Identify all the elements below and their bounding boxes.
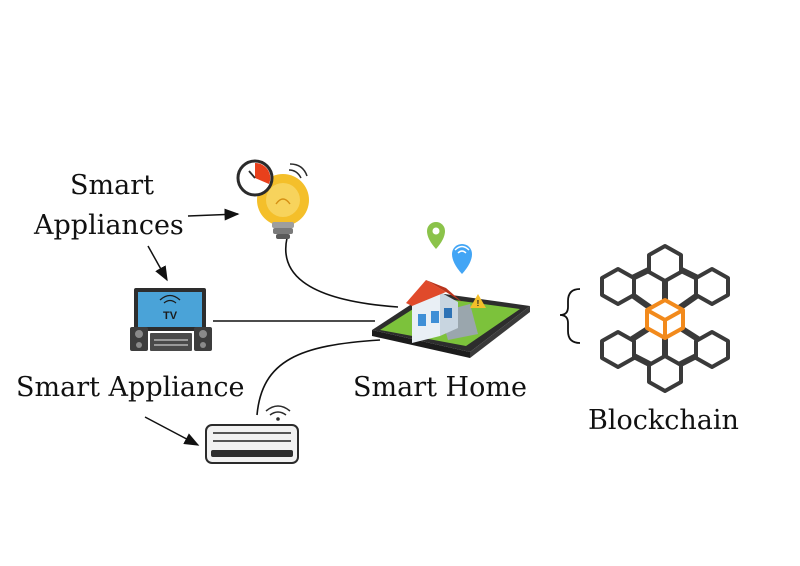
tv-icon: TV — [130, 288, 212, 351]
bulb-wifi-icon — [288, 163, 308, 179]
timer-clock-icon — [236, 159, 274, 197]
ac-wifi-icon — [265, 405, 291, 421]
light-bulb-icon — [236, 159, 309, 239]
arrow-to-ac — [144, 416, 200, 446]
connection-lines — [213, 237, 399, 416]
curly-brace — [559, 288, 581, 344]
air-conditioner-icon — [205, 405, 299, 464]
smart-appliances-label-line1: Smart — [70, 170, 154, 201]
smart-home-label: Smart Home — [353, 372, 527, 403]
bulb-to-home-line — [285, 237, 399, 308]
wifi-pin-icon — [452, 244, 472, 274]
smart-home-phone-icon: ! — [372, 222, 530, 358]
label-arrows — [144, 208, 240, 446]
arrow-to-tv — [147, 245, 168, 282]
arrow-to-bulb — [187, 208, 240, 221]
svg-text:!: ! — [477, 299, 480, 308]
location-pin-icon — [427, 222, 445, 249]
svg-text:TV: TV — [163, 310, 178, 322]
smart-appliance-label: Smart Appliance — [16, 372, 245, 403]
blockchain-label: Blockchain — [588, 405, 739, 436]
smart-appliances-label-line2: Appliances — [34, 210, 184, 241]
blockchain-blocks — [600, 244, 730, 393]
ac-to-home-line — [256, 339, 381, 416]
